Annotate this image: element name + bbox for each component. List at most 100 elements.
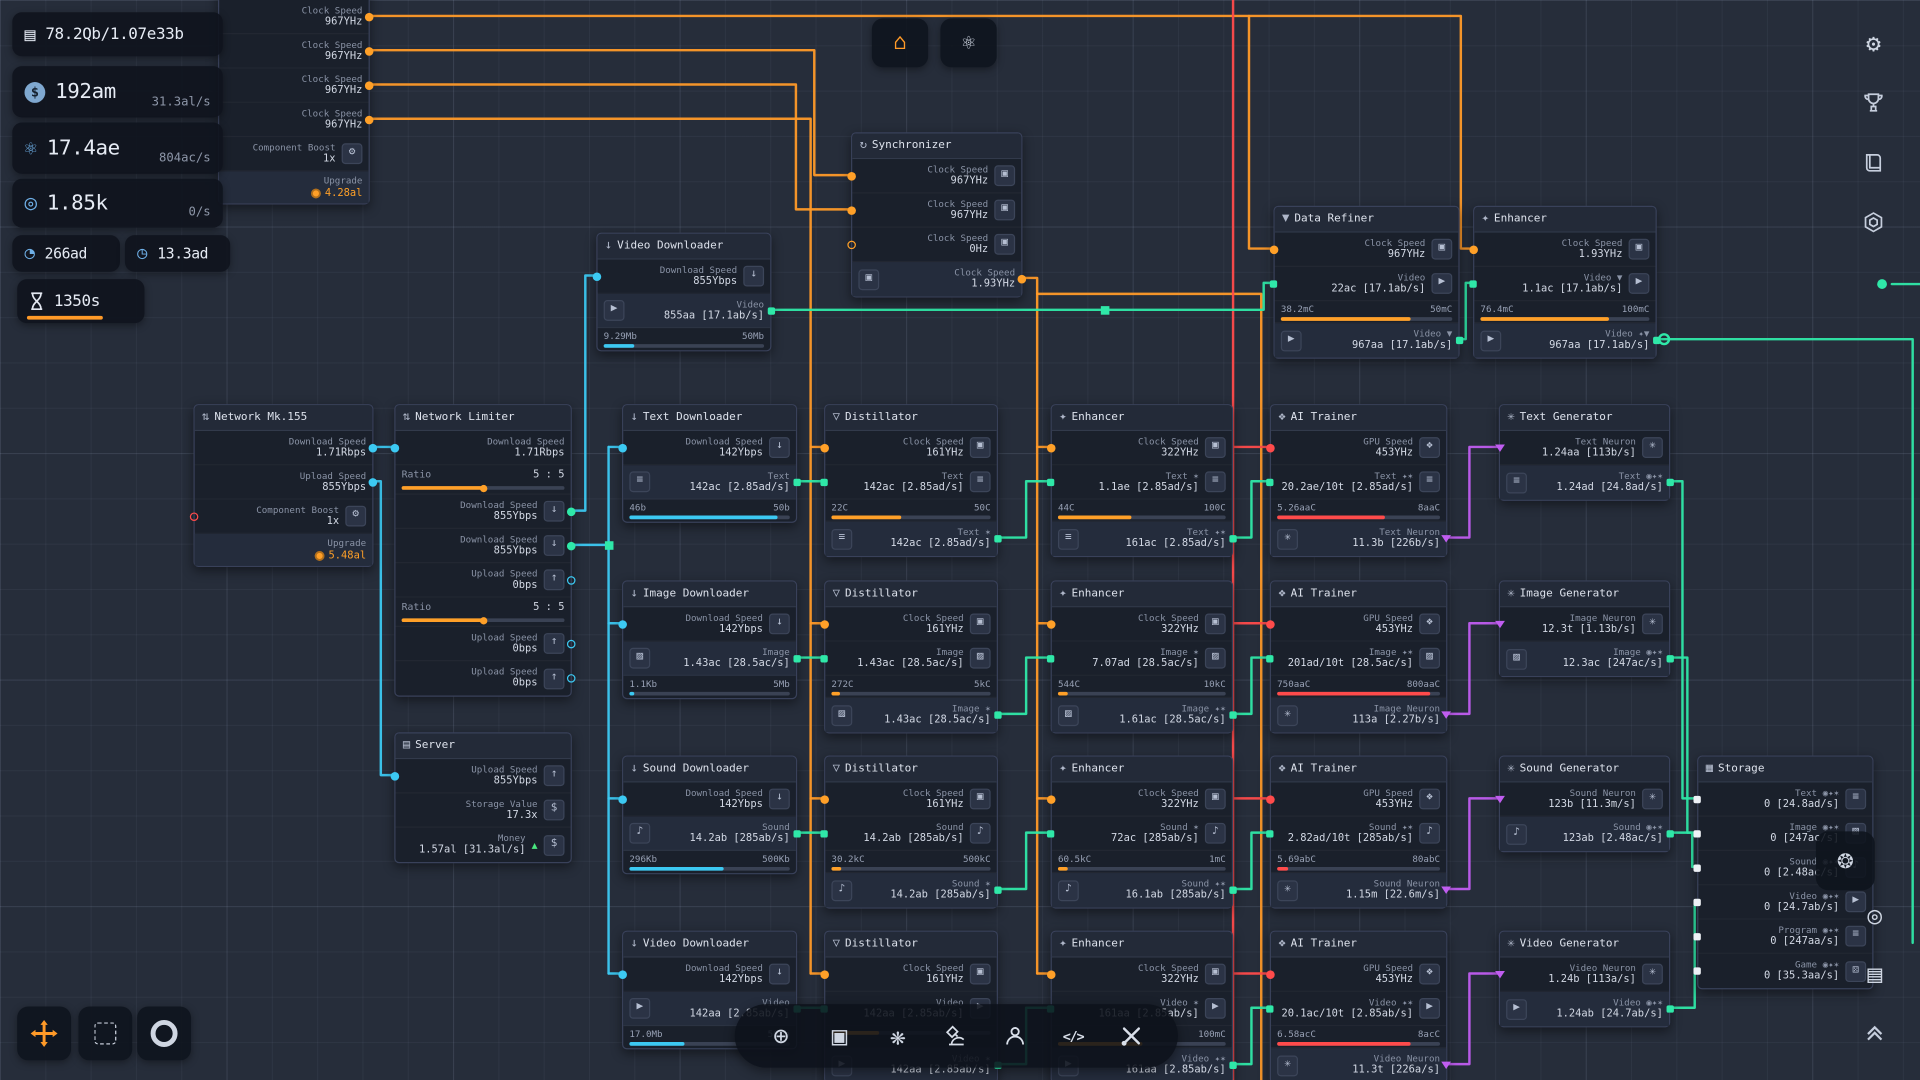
port-teal[interactable] bbox=[1666, 1005, 1674, 1013]
port-red[interactable] bbox=[189, 511, 199, 521]
collapse-button[interactable] bbox=[1850, 1008, 1899, 1057]
port-teal[interactable] bbox=[1046, 478, 1055, 486]
port-teal[interactable] bbox=[994, 711, 1002, 719]
port-orange[interactable] bbox=[1046, 969, 1056, 979]
port-purple[interactable] bbox=[1495, 620, 1505, 628]
hardware-tab-button[interactable]: ▣ bbox=[816, 1013, 863, 1060]
port-teal[interactable] bbox=[767, 306, 776, 315]
port-teal[interactable] bbox=[1229, 711, 1237, 719]
port-orange[interactable] bbox=[820, 794, 829, 804]
settings-button[interactable]: ⚙ bbox=[1849, 18, 1898, 67]
port-orange[interactable] bbox=[847, 171, 856, 181]
port-purple[interactable] bbox=[1441, 535, 1452, 543]
server-panel-button[interactable]: ▤ bbox=[1850, 949, 1899, 998]
port-red[interactable] bbox=[1266, 969, 1275, 979]
port-teal[interactable] bbox=[1046, 654, 1055, 662]
port-teal[interactable] bbox=[1046, 829, 1055, 837]
port-white[interactable] bbox=[1693, 898, 1701, 906]
port-teal[interactable] bbox=[1266, 1004, 1274, 1013]
badge-button[interactable] bbox=[1849, 198, 1898, 247]
port-orange[interactable] bbox=[1046, 794, 1056, 804]
port-orange[interactable] bbox=[364, 12, 374, 21]
home-button[interactable]: ⌂ bbox=[871, 18, 929, 68]
port-cyan[interactable] bbox=[390, 443, 400, 452]
port-cyan[interactable] bbox=[368, 477, 378, 487]
port-teal[interactable] bbox=[566, 506, 576, 516]
port-red[interactable] bbox=[1266, 619, 1275, 629]
port-cyan[interactable] bbox=[618, 969, 627, 979]
aperture-button[interactable]: ❂ bbox=[1815, 831, 1875, 891]
move-tool-button[interactable] bbox=[17, 1006, 72, 1061]
port-teal[interactable] bbox=[820, 654, 828, 662]
port-teal[interactable] bbox=[994, 535, 1002, 543]
port-cyan[interactable] bbox=[368, 443, 378, 452]
port-teal[interactable] bbox=[1469, 279, 1477, 288]
port-orange[interactable] bbox=[364, 115, 374, 124]
circle-tool-button[interactable] bbox=[137, 1006, 192, 1061]
port-orange[interactable] bbox=[847, 205, 856, 215]
cooling-tab-button[interactable]: ❋ bbox=[875, 1013, 922, 1060]
center-view-button[interactable]: ◎ bbox=[1850, 890, 1899, 939]
port-cyan[interactable] bbox=[566, 674, 576, 683]
achievements-button[interactable] bbox=[1849, 78, 1898, 127]
port-orange[interactable] bbox=[820, 619, 829, 629]
port-orange[interactable] bbox=[820, 969, 829, 979]
port-cyan[interactable] bbox=[592, 271, 602, 281]
port-white[interactable] bbox=[1693, 863, 1701, 872]
encyclopedia-button[interactable] bbox=[1849, 138, 1898, 187]
port-purple[interactable] bbox=[1441, 886, 1452, 894]
network-tab-button[interactable]: ⊕ bbox=[758, 1013, 805, 1060]
port-teal[interactable] bbox=[1229, 535, 1237, 543]
port-teal[interactable] bbox=[793, 654, 801, 662]
port-teal[interactable] bbox=[1666, 655, 1674, 663]
port-red[interactable] bbox=[1266, 443, 1275, 452]
port-teal[interactable] bbox=[1266, 829, 1274, 837]
port-orange[interactable] bbox=[1046, 443, 1056, 452]
port-teal[interactable] bbox=[820, 478, 828, 486]
port-red[interactable] bbox=[1266, 794, 1275, 804]
port-teal[interactable] bbox=[1229, 1061, 1237, 1069]
port-cyan[interactable] bbox=[390, 771, 400, 781]
port-teal[interactable] bbox=[1455, 336, 1464, 345]
port-purple[interactable] bbox=[1495, 795, 1505, 803]
port-cyan[interactable] bbox=[566, 639, 576, 648]
port-purple[interactable] bbox=[1495, 443, 1505, 452]
port-cyan[interactable] bbox=[618, 619, 627, 629]
port-white[interactable] bbox=[1693, 795, 1701, 803]
port-teal[interactable] bbox=[1266, 478, 1274, 486]
research-button[interactable]: ⚛ bbox=[940, 18, 997, 68]
port-orange[interactable] bbox=[820, 443, 829, 452]
port-purple[interactable] bbox=[1495, 970, 1505, 978]
port-teal[interactable] bbox=[793, 478, 801, 486]
port-teal[interactable] bbox=[994, 886, 1002, 894]
port-teal[interactable] bbox=[1666, 830, 1674, 838]
port-teal[interactable] bbox=[566, 541, 576, 550]
